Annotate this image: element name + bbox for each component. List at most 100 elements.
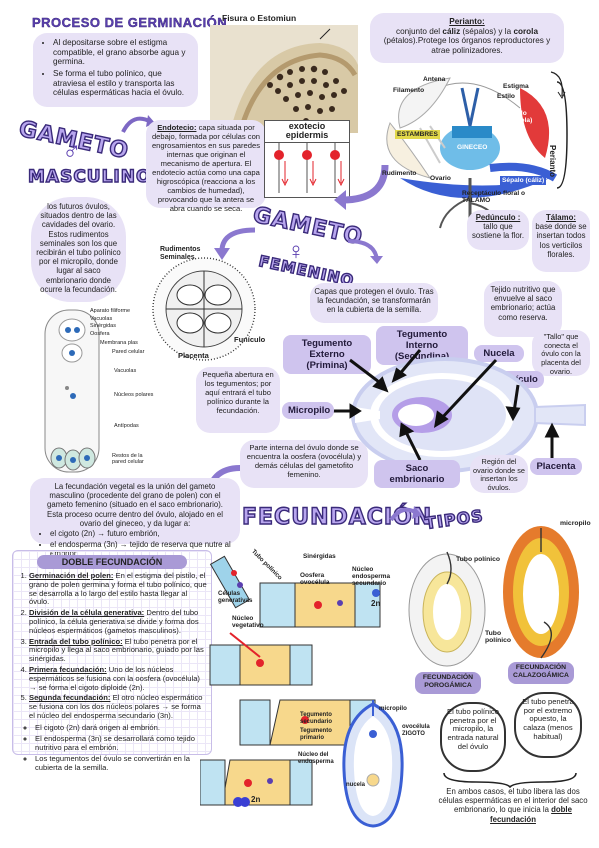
cell-label-membrana: Membrana plas xyxy=(100,340,138,346)
tipos-tubo-label-2: Tubo polínico xyxy=(485,630,512,645)
capas-text: Capas que protegen el óvulo. Tras la fec… xyxy=(314,287,434,315)
tejido-text: Tejido nutritivo que envuelve al saco em… xyxy=(490,285,556,322)
germinacion-box: Al depositarse sobre el estigma compatib… xyxy=(33,33,198,107)
perianto-title: Perianto: xyxy=(449,17,485,26)
endotecio-box: Endotecio: capa situada por debajo, form… xyxy=(146,120,266,213)
fertilization-steps-diagram xyxy=(200,555,381,807)
funiculo-small-label: Funículo xyxy=(234,335,266,344)
placenta-pill: Placenta xyxy=(530,458,582,475)
fecundacion-result-1: el cigoto (2n) → futuro embrión, xyxy=(50,529,234,538)
diag-oosfera: Oosfera ovocélula xyxy=(300,572,330,587)
tipos-final: En ambos casos, el tubo libera las dos c… xyxy=(438,787,588,835)
diag-3n: 3n xyxy=(166,826,175,833)
diag-nucleo-veg: Núcleo vegetativo xyxy=(232,615,264,630)
pedunculo-text: tallo que sostiene la flor. xyxy=(471,222,524,241)
doble-summary-2: El endosperma (3n) se desarrollará como … xyxy=(35,734,207,753)
label-antena: Antena xyxy=(423,76,446,83)
perianto-corola: corola xyxy=(513,26,539,36)
fecundacion-intro-2: Esta proceso ocurre dentro del óvulo, al… xyxy=(47,509,223,528)
doble-summary-1: El cigoto (2n) dará origen al embrión. xyxy=(35,723,207,733)
tipos-final-text: En ambos casos, el tubo libera las dos c… xyxy=(438,787,588,815)
endotecio-text: capa situada por debajo, formada por cél… xyxy=(151,123,261,213)
diag-celulas: Células generativas xyxy=(218,590,253,604)
doble-title: DOBLE FECUNDACIÓN xyxy=(37,555,187,569)
label-rudimento: Rudimento xyxy=(382,170,417,177)
tipos-micropilo: micropilo xyxy=(560,520,591,527)
perianto-text-rest: (pétalos).Protege los órganos reproducto… xyxy=(383,36,551,56)
male-symbol-icon: ♂ xyxy=(62,135,82,165)
interna-text: Parte interna del óvulo donde se encuent… xyxy=(246,443,362,479)
label-ovario: Ovario xyxy=(430,175,451,182)
label-estigma: Estigma xyxy=(503,83,529,90)
tipos-bubble-1: El tubo polínico penetra por el micropil… xyxy=(440,702,506,772)
diag-nuc-endo: Núcleo del endosperma xyxy=(298,752,334,765)
cell-label-restos: Restos de la pared celular xyxy=(112,453,144,466)
diag-micropilo: micropilo xyxy=(379,705,407,712)
fecundacion-intro-box: La fecundación vegetal es la unión del g… xyxy=(30,478,240,558)
cell-label-oosfera: Oosfera xyxy=(90,331,110,337)
curve-arrow-left-icon xyxy=(214,227,256,260)
exotecio-diagram: exotecio epidermis xyxy=(264,120,350,198)
cell-label-vacuolas: Vacuolas xyxy=(90,316,113,322)
gameto-masculino-sub: MASCULINO xyxy=(27,166,152,187)
tipos-bubble-2-text: El tubo penetra por el extremo opuesto, … xyxy=(522,697,574,741)
tipos-final-bold: doble fecundación xyxy=(490,805,572,824)
futuros-ovulos-box: los futuros óvulos, situados dentro de l… xyxy=(31,197,126,302)
tallo-box: "Tallo" que conecta el óvulo con la plac… xyxy=(532,330,590,376)
nucela-pill: Nucela xyxy=(474,345,524,362)
diag-teg-sec: Tegumento secundario xyxy=(300,712,333,725)
diag-2n: 2n xyxy=(371,599,381,608)
doble-step-3: Entrada del tubo polínico: El tubo penet… xyxy=(29,637,207,664)
region-box: Región del ovario donde se insertan los … xyxy=(470,455,528,493)
cell-label-vacuolas2: Vacuolas xyxy=(114,368,137,374)
endotecio-title: Endotecio: xyxy=(157,123,197,132)
fecundacion-result-2: el endosperma (3n) → tejido de reserva q… xyxy=(50,540,234,558)
doble-step-1: Germinación del polen: En el estigma del… xyxy=(29,571,207,607)
doble-step-5: Segunda fecundación: El otro núcleo espe… xyxy=(29,693,207,720)
label-filamento: Filamento xyxy=(393,87,425,94)
perianto-text-mid: (sépalos) y la xyxy=(462,26,512,36)
porogamica-badge: FECUNDACIÓN POROGÁMICA xyxy=(415,672,481,694)
embryo-sac-diagram xyxy=(44,309,100,473)
perianto-caliz: cáliz xyxy=(442,26,461,36)
tipos-tubo-label: Tubo polínico xyxy=(456,556,501,563)
rudimentos-label: Rudimentos Seminales xyxy=(160,246,201,261)
diag-nucela: nucela xyxy=(346,782,366,788)
tejido-box: Tejido nutritivo que envuelve al saco em… xyxy=(484,281,562,337)
capas-box: Capas que protegen el óvulo. Tras la fec… xyxy=(310,283,438,323)
doble-step-4: Primera fecundación: Uno de los núcleos … xyxy=(29,665,207,692)
fisura-label: Fisura o Estomiun xyxy=(222,13,297,23)
pedunculo-title: Pedúnculo : xyxy=(475,213,521,222)
anther-micrograph xyxy=(210,25,358,133)
epidermis-label: epidermis xyxy=(285,130,329,141)
label-receptaculo: Receptáculo floral o TÁLAMO xyxy=(462,190,526,205)
porogamic-diagram xyxy=(408,551,486,667)
female-symbol-icon: ♀ xyxy=(287,238,305,265)
micropilo-pill: Micropilo xyxy=(282,402,334,419)
label-gineceo: GINECEO xyxy=(457,144,488,151)
label-petalo: Pétalo (Corola) xyxy=(507,110,533,125)
curve-arrow-right-icon xyxy=(347,239,383,264)
diag-teg-pri: Tegumento primario xyxy=(300,728,332,741)
fecundacion-intro-1: La fecundación vegetal es la unión del g… xyxy=(47,482,223,510)
tipos-bubble-2: El tubo penetra por el extremo opuesto, … xyxy=(514,692,582,758)
perianto-text-pre: conjunto del xyxy=(395,26,441,36)
perianto-arrow-icon xyxy=(550,71,566,99)
fecundacion-title: FECUNDACIÓN xyxy=(241,504,433,530)
fertilized-ovule-diagram xyxy=(342,700,404,828)
calazogamic-diagram xyxy=(503,526,579,659)
tipos-bubble-1-text: El tubo polínico penetra por el micropil… xyxy=(447,707,499,751)
cell-label-nucleos: Núcleos polares xyxy=(114,392,154,398)
label-estambres: ESTAMBRES xyxy=(395,130,440,140)
pequena-box: Pequeña abertura en los tegumentos; por … xyxy=(196,367,280,433)
tallo-text: "Tallo" que conecta el óvulo con la plac… xyxy=(541,332,581,376)
doble-summary-3: Los tegumentos del óvulo se convertirán … xyxy=(35,754,207,773)
talamo-box: Tálamo: base donde se insertan todos los… xyxy=(532,210,590,272)
perianto-box: Perianto: conjunto del cáliz (sépalos) y… xyxy=(370,13,564,63)
ovary-cross-section xyxy=(152,257,256,361)
tipos-arrow-icon xyxy=(389,506,422,522)
exotecio-cells xyxy=(274,142,345,193)
futuros-ovulos-text: los futuros óvulos, situados dentro de l… xyxy=(36,202,121,294)
cell-label-pared: Pared celular xyxy=(112,349,145,355)
diag-2n-b: 2n xyxy=(251,795,261,804)
